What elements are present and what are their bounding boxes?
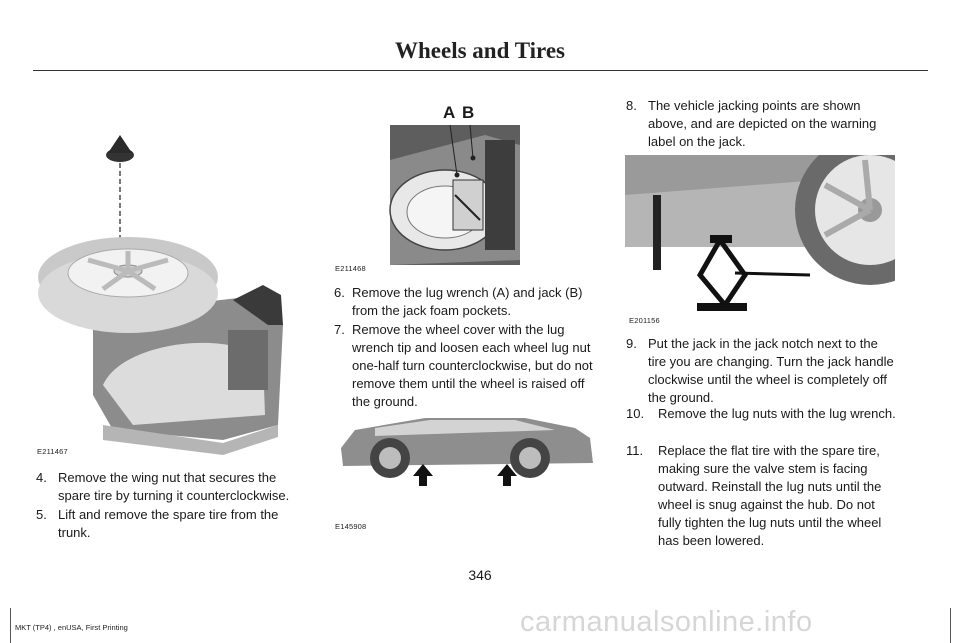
step-number: 4. [36,470,47,485]
step-5: 5. Lift and remove the spare tire from t… [36,506,311,542]
crop-mark-left [10,608,11,643]
step-4: 4. Remove the wing nut that secures the … [36,469,311,505]
step-number: 8. [626,98,637,113]
step-number: 11. [626,443,644,458]
step-9: 9. Put the jack in the jack notch next t… [626,335,898,407]
step-6: 6. Remove the lug wrench (A) and jack (B… [334,284,599,320]
step-text: Lift and remove the spare tire from the … [58,507,279,540]
figure-code: E211467 [37,447,68,456]
step-text: Remove the wing nut that secures the spa… [58,470,290,503]
step-11: 11. Replace the flat tire with the spare… [626,442,898,550]
figure-jack-placement: E201156 [625,155,895,325]
spare-tire-illustration [38,135,283,455]
figure-jack-storage: A B E211468 [335,100,597,275]
step-text: Replace the flat tire with the spare tir… [658,443,882,548]
figure-code: E145908 [335,522,367,531]
step-8: 8. The vehicle jacking points are shown … [626,97,898,151]
step-10: 10. Remove the lug nuts with the lug wre… [626,405,898,423]
step-text: Remove the lug wrench (A) and jack (B) f… [352,285,583,318]
page-title: Wheels and Tires [395,38,565,63]
step-number: 5. [36,507,47,522]
vehicle-side-illustration [341,418,593,486]
step-text: The vehicle jacking points are shown abo… [648,98,877,149]
step-text: Remove the wheel cover with the lug wren… [352,322,593,409]
page-number: 346 [468,567,492,583]
step-number: 6. [334,285,345,300]
step-number: 7. [334,322,345,337]
watermark: carmanualsonline.info [520,606,813,638]
footer-print-info: MKT (TP4) , enUSA, First Printing [15,623,128,632]
step-number: 9. [626,336,637,351]
jack-storage-illustration [389,124,520,265]
step-text: Put the jack in the jack notch next to t… [648,336,894,405]
figure-vehicle-side: E145908 [335,408,597,533]
step-number: 10. [626,406,645,421]
jack-placement-illustration [625,155,895,311]
figure-spare-tire: E211467 [33,125,313,460]
step-text: Remove the lug nuts with the lug wrench. [658,406,896,421]
header-rule [33,70,928,71]
step-7: 7. Remove the wheel cover with the lug w… [334,321,599,411]
callout-label-a: A [443,103,456,122]
crop-mark-right [950,608,951,643]
figure-code: E211468 [335,264,366,273]
figure-code: E201156 [629,316,660,325]
callout-label-b: B [462,103,475,122]
